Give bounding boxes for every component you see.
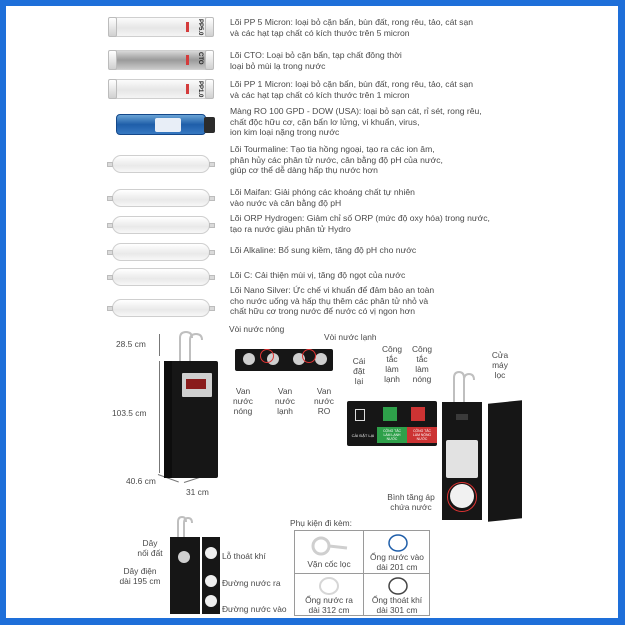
power-label: Dây điện dài 195 cm — [119, 566, 161, 586]
inlet-label: Đường nước vào — [222, 604, 287, 614]
filter-code: PP5.0 — [197, 19, 203, 36]
machine-back-image — [170, 537, 200, 614]
filter-alkaline-desc: Lõi Alkaline: Bổ sung kiềm, tăng độ pH c… — [230, 245, 417, 255]
faucet-image — [453, 370, 475, 402]
hose-coil-icon — [319, 577, 339, 595]
filter-c-desc: Lõi C: Cải thiện mùi vị, tăng độ ngọt củ… — [230, 270, 406, 280]
spec-sheet: PP5.0 Lõi PP 5 Micron: loại bỏ cặn bẩn, … — [6, 6, 618, 618]
ro-valve-label: Van nước RO — [314, 386, 334, 416]
accessory-vent-hose: Ống thoát khí dài 301 cm — [364, 574, 430, 616]
accessory-label: Vặn cốc lọc — [307, 559, 351, 569]
accessory-outlet-hose: Ống nước ra dài 312 cm — [295, 574, 363, 616]
filter-tourmaline-desc: Lõi Tourmaline: Tạo tia hồng ngoại, tạo … — [230, 144, 443, 176]
hot-valve-label: Van nước nóng — [233, 386, 253, 416]
accessory-label: Ống nước ra dài 312 cm — [305, 595, 353, 615]
filter-ro-desc: Màng RO 100 GPD - DOW (USA): loại bỏ sạn… — [230, 106, 482, 138]
filter-nano-silver-desc: Lõi Nano Silver: Ức chế vi khuẩn để đảm … — [230, 285, 435, 317]
filter-code: PP1.0 — [197, 81, 203, 98]
filter-alkaline-image — [107, 243, 215, 261]
tank-label: Bình tăng áp chứa nước — [387, 492, 435, 512]
filter-ro-image — [116, 114, 215, 135]
cold-switch-label: Công tắc làm lạnh — [381, 344, 403, 384]
filter-pp1-image: PP1.0 — [108, 79, 214, 99]
accessory-inlet-hose: Ống nước vào dài 201 cm — [364, 531, 430, 573]
filter-orp-desc: Lõi ORP Hydrogen: Giảm chỉ số ORP (mức đ… — [230, 213, 490, 234]
cold-valve-label: Van nước lạnh — [275, 386, 295, 416]
accessory-label: Ống nước vào dài 201 cm — [370, 552, 424, 572]
faucet-image — [179, 330, 203, 362]
filter-pp5-image: PP5.0 — [108, 17, 214, 37]
panel-hot-text: CÔNG TẮC LÀM NÓNG NƯỚC — [407, 427, 437, 443]
reset-label: Cái đặt lại — [352, 356, 366, 386]
panel-reset-text: CÀI ĐẶT LẠI — [351, 433, 375, 438]
dim-height-label: 103.5 cm — [112, 408, 147, 418]
wrench-icon — [311, 536, 348, 556]
filter-pp1-desc: Lõi PP 1 Micron: loại bỏ cặn bẩn, bùn đấ… — [230, 79, 474, 100]
filter-nano-silver-image — [107, 299, 215, 317]
filter-maifan-desc: Lõi Maifan: Giải phóng các khoáng chất t… — [230, 187, 415, 208]
cold-tap-label: Vòi nước lạnh — [324, 332, 377, 342]
control-panel-image: CÀI ĐẶT LẠI CÔNG TẮC LÀM LẠNH NƯỚC CÔNG … — [347, 401, 437, 446]
dim-width-label: 31 cm — [186, 487, 209, 497]
outlet-label: Đường nước ra — [222, 578, 281, 588]
machine-door-image — [488, 400, 522, 522]
back-ports-image — [202, 537, 220, 614]
hose-coil-icon — [388, 577, 408, 595]
filter-maifan-image — [107, 189, 215, 207]
hose-coil-icon — [388, 534, 408, 552]
dim-depth-label: 40.6 cm — [126, 476, 156, 486]
door-label: Cửa máy lọc — [491, 350, 509, 380]
filter-cto-desc: Lõi CTO: Loại bỏ cặn bẩn, tạp chất đông … — [230, 50, 402, 71]
accessory-wrench: Vặn cốc lọc — [295, 531, 363, 573]
ground-label: Dây nối đất — [137, 538, 163, 558]
accessories-box: Vặn cốc lọc Ống nước vào dài 201 cm Ống … — [294, 530, 430, 616]
vent-label: Lỗ thoát khí — [222, 551, 266, 561]
dim-top-label: 28.5 cm — [116, 339, 146, 349]
machine-front-image — [164, 361, 218, 478]
filter-orp-image — [107, 216, 215, 234]
filter-tourmaline-image — [107, 155, 215, 173]
filter-cto-image: CTO — [108, 50, 214, 70]
filter-pp5-desc: Lõi PP 5 Micron: loại bỏ cặn bẩn, bùn đấ… — [230, 17, 474, 38]
valve-panel-image — [235, 349, 333, 371]
accessory-label: Ống thoát khí dài 301 cm — [371, 595, 423, 615]
hot-switch-label: Công tắc làm nóng — [411, 344, 433, 384]
filter-code: CTO — [197, 52, 203, 65]
faucet-image — [177, 515, 193, 538]
hot-tap-label: Vòi nước nóng — [229, 324, 285, 334]
accessories-title: Phụ kiện đi kèm: — [290, 518, 352, 528]
filter-c-image — [107, 268, 215, 286]
panel-cold-text: CÔNG TẮC LÀM LẠNH NƯỚC — [377, 427, 407, 443]
